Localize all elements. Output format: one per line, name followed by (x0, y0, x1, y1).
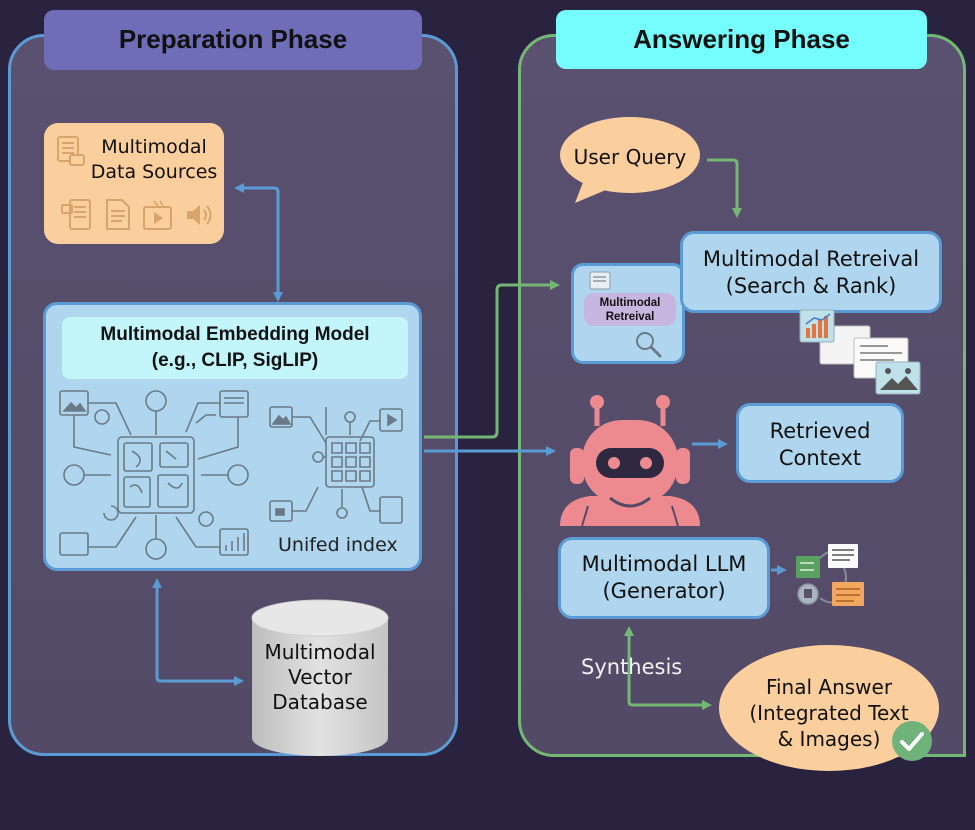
retrieval-chip: Multimodal Retreival (584, 293, 676, 326)
chat-document-icon (61, 199, 91, 230)
embedding-model-line2: (e.g., CLIP, SigLIP) (151, 350, 319, 371)
retrieved-context-label: Retrieved Context (739, 418, 901, 472)
multimodal-retrieval-node: Multimodal Retreival (Search & Rank) (680, 231, 942, 313)
magnifier-icon (636, 332, 662, 358)
user-query-label: User Query (573, 145, 687, 169)
multimodal-data-sources-node: Multimodal Data Sources (44, 123, 224, 244)
multimodal-llm-generator-node: Multimodal LLM (Generator) (558, 537, 770, 619)
embedding-network-illustration (59, 390, 249, 560)
user-query-node: User Query (555, 115, 705, 205)
vector-db-line1: Multimodal (264, 640, 376, 664)
retrieved-context-node: Retrieved Context (736, 403, 904, 483)
generator-label: Multimodal LLM (Generator) (561, 551, 767, 605)
generated-outputs-icon (796, 544, 864, 606)
speaker-icon (187, 205, 212, 225)
vector-db-label: Multimodal Vector Database (250, 640, 390, 715)
data-sources-line1: Multimodal (101, 136, 207, 158)
retrieval-line1: Multimodal Retreival (702, 247, 920, 271)
generator-line1: Multimodal LLM (581, 552, 747, 576)
unified-index-illustration (269, 406, 403, 524)
document-icon (589, 271, 611, 290)
documents-icon (57, 136, 85, 166)
retrieval-line2: (Search & Rank) (725, 274, 897, 298)
final-answer-label: Final Answer (Integrated Text & Images) (718, 674, 940, 752)
final-answer-node: Final Answer (Integrated Text & Images) (718, 644, 940, 772)
retrieved-context-line1: Retrieved (769, 419, 871, 443)
checkmark-icon (892, 721, 932, 761)
multimodal-embedding-model-node: Multimodal Embedding Model (e.g., CLIP, … (43, 302, 422, 571)
final-answer-line1: Final Answer (765, 675, 893, 699)
data-sources-label: Multimodal Data Sources (84, 135, 224, 185)
multimodal-vector-database-node: Multimodal Vector Database (250, 598, 390, 758)
video-icon (143, 200, 172, 230)
final-answer-line2: (Integrated Text (749, 701, 909, 725)
final-answer-ellipse (719, 645, 939, 771)
ranked-results-icon (799, 309, 921, 395)
chart-card-icon (59, 532, 89, 556)
robot-icon (560, 395, 700, 526)
unified-index-label: Unifed index (278, 534, 398, 556)
synthesis-label: Synthesis (581, 655, 683, 679)
data-sources-line2: Data Sources (90, 161, 218, 183)
retrieval-search-panel: Multimodal Retreival (571, 263, 685, 364)
answering-phase-title: Answering Phase (556, 10, 927, 69)
speech-bubble-icon (560, 117, 700, 203)
generator-line2: (Generator) (602, 579, 726, 603)
embedding-model-title: Multimodal Embedding Model (e.g., CLIP, … (62, 317, 408, 379)
embedding-model-line1: Multimodal Embedding Model (100, 324, 370, 345)
vector-db-line2: Vector (288, 665, 352, 689)
document-chart-icon (219, 390, 249, 418)
database-cylinder-icon (251, 599, 389, 756)
text-file-icon (106, 199, 130, 230)
final-answer-line3: & Images) (777, 727, 881, 751)
retrieval-chip-line1: Multimodal (599, 297, 661, 309)
retrieval-chip-line2: Retreival (605, 311, 655, 323)
retrieved-context-line2: Context (778, 446, 862, 470)
bar-chart-icon (219, 528, 249, 556)
retrieval-label: Multimodal Retreival (Search & Rank) (683, 246, 939, 300)
vector-db-line3: Database (272, 690, 368, 714)
preparation-phase-title: Preparation Phase (44, 10, 422, 70)
